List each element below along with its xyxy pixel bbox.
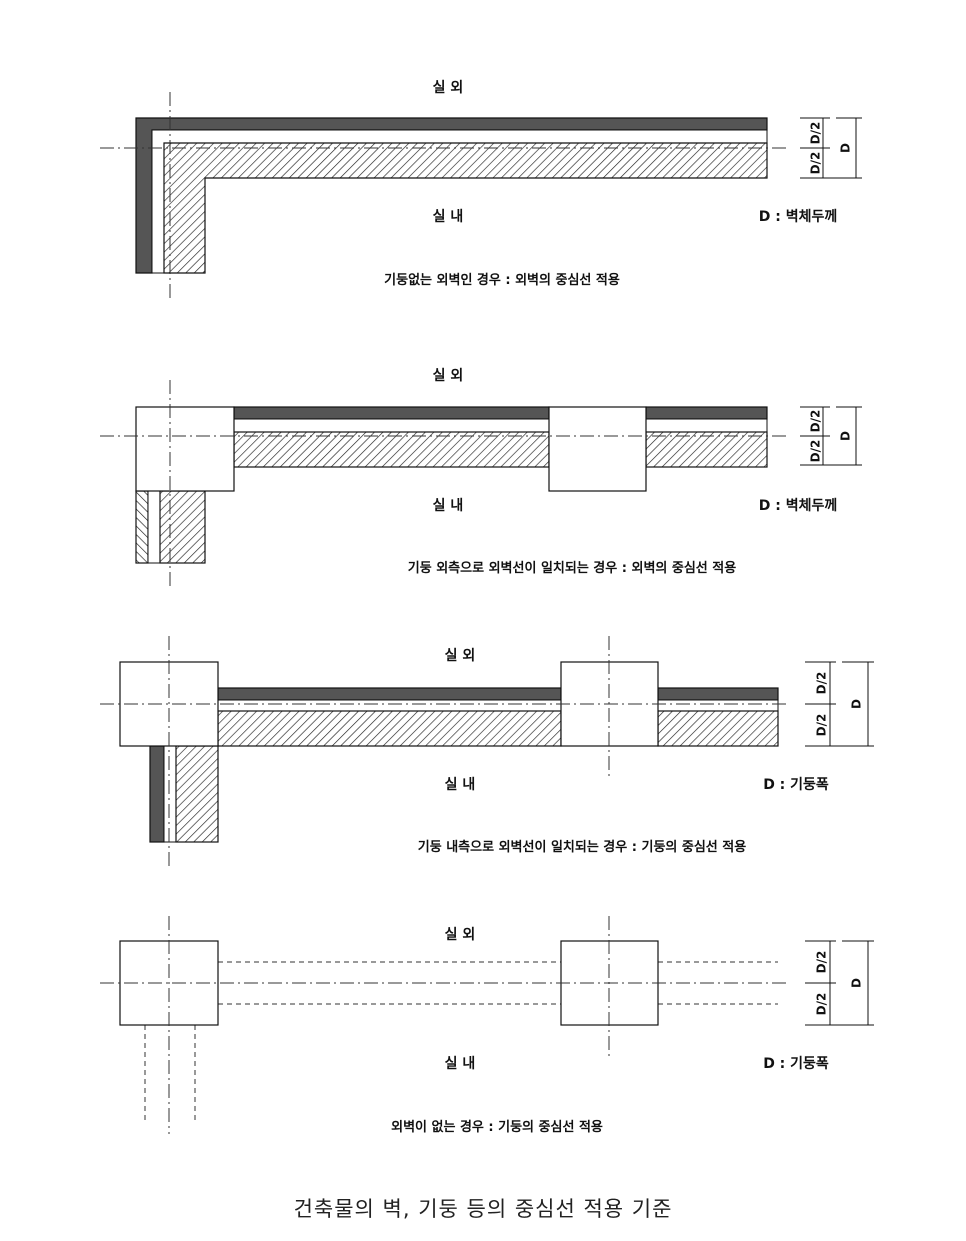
panel-3-dim-half-bottom: D/2: [815, 714, 829, 737]
panel-3-dim-total: D: [850, 699, 864, 709]
panel-1-d-note: D : 벽체두께: [759, 208, 838, 225]
panel-4-dim-half-bottom: D/2: [815, 993, 829, 1016]
panel-3: D/2 D/2 D 실 외 실 내 D : 기둥폭 기둥 내측으로 외벽선이 일…: [100, 636, 874, 870]
panel-4-dim-half-top: D/2: [815, 951, 829, 974]
panel-4-hidden-wall-lines: [144, 961, 778, 1122]
panel-3-d-note: D : 기둥폭: [763, 777, 829, 793]
panel-2-inside-label: 실 내: [433, 498, 464, 514]
panel-2-dim-half-top: D/2: [809, 410, 823, 433]
panel-3-dim-half-top: D/2: [815, 672, 829, 695]
panel-1-dimension: D/2 D/2 D: [800, 117, 862, 179]
panel-1-inside-label: 실 내: [433, 209, 464, 225]
panel-4-dim-total: D: [850, 978, 864, 988]
panel-2-dim-total: D: [839, 431, 853, 441]
panel-3-dimension: D/2 D/2 D: [805, 661, 874, 747]
panel-4-outside-label: 실 외: [445, 926, 476, 943]
panel-4-inside-label: 실 내: [445, 1056, 476, 1072]
panel-4-dimension: D/2 D/2 D: [805, 940, 874, 1026]
panel-4-d-note: D : 기둥폭: [763, 1056, 829, 1072]
panel-2-dim-half-bottom: D/2: [809, 440, 823, 463]
panel-4-caption: 외벽이 없는 경우 : 기둥의 중심선 적용: [391, 1119, 603, 1135]
panel-1-dim-half-top: D/2: [809, 122, 823, 145]
panel-2-corner-column: [135, 406, 235, 492]
panel-1-dim-total: D: [839, 143, 853, 153]
panel-4: D/2 D/2 D 실 외 실 내 D : 기둥폭 외벽이 없는 경우 : 기둥…: [100, 916, 874, 1135]
panel-2-dimension: D/2 D/2 D: [800, 406, 862, 466]
panel-1-caption: 기둥없는 외벽인 경우 : 외벽의 중심선 적용: [384, 272, 620, 288]
panel-1-wall: [135, 117, 768, 274]
panel-2-mid-column: [548, 406, 647, 492]
panel-1: D/2 D/2 D 실 외 실 내 D : 벽체두께 기둥없는 외벽인 경우 :…: [100, 79, 862, 300]
panel-2-d-note: D : 벽체두께: [759, 497, 838, 514]
panel-2-caption: 기둥 외측으로 외벽선이 일치되는 경우 : 외벽의 중심선 적용: [408, 560, 736, 576]
panel-2: D/2 D/2 D 실 외 실 내 D : 벽체두께 기둥 외측으로 외벽선이 …: [100, 367, 862, 590]
panel-1-dim-half-bottom: D/2: [809, 152, 823, 175]
panel-3-outside-label: 실 외: [445, 647, 476, 664]
panel-2-outside-label: 실 외: [433, 367, 464, 384]
panel-3-wall: [149, 687, 779, 843]
panel-3-inside-label: 실 내: [445, 777, 476, 793]
figure-caption: 건축물의 벽, 기둥 등의 중심선 적용 기준: [293, 1197, 673, 1221]
panel-3-caption: 기둥 내측으로 외벽선이 일치되는 경우 : 기둥의 중심선 적용: [418, 839, 746, 855]
panel-1-outside-label: 실 외: [433, 79, 464, 96]
